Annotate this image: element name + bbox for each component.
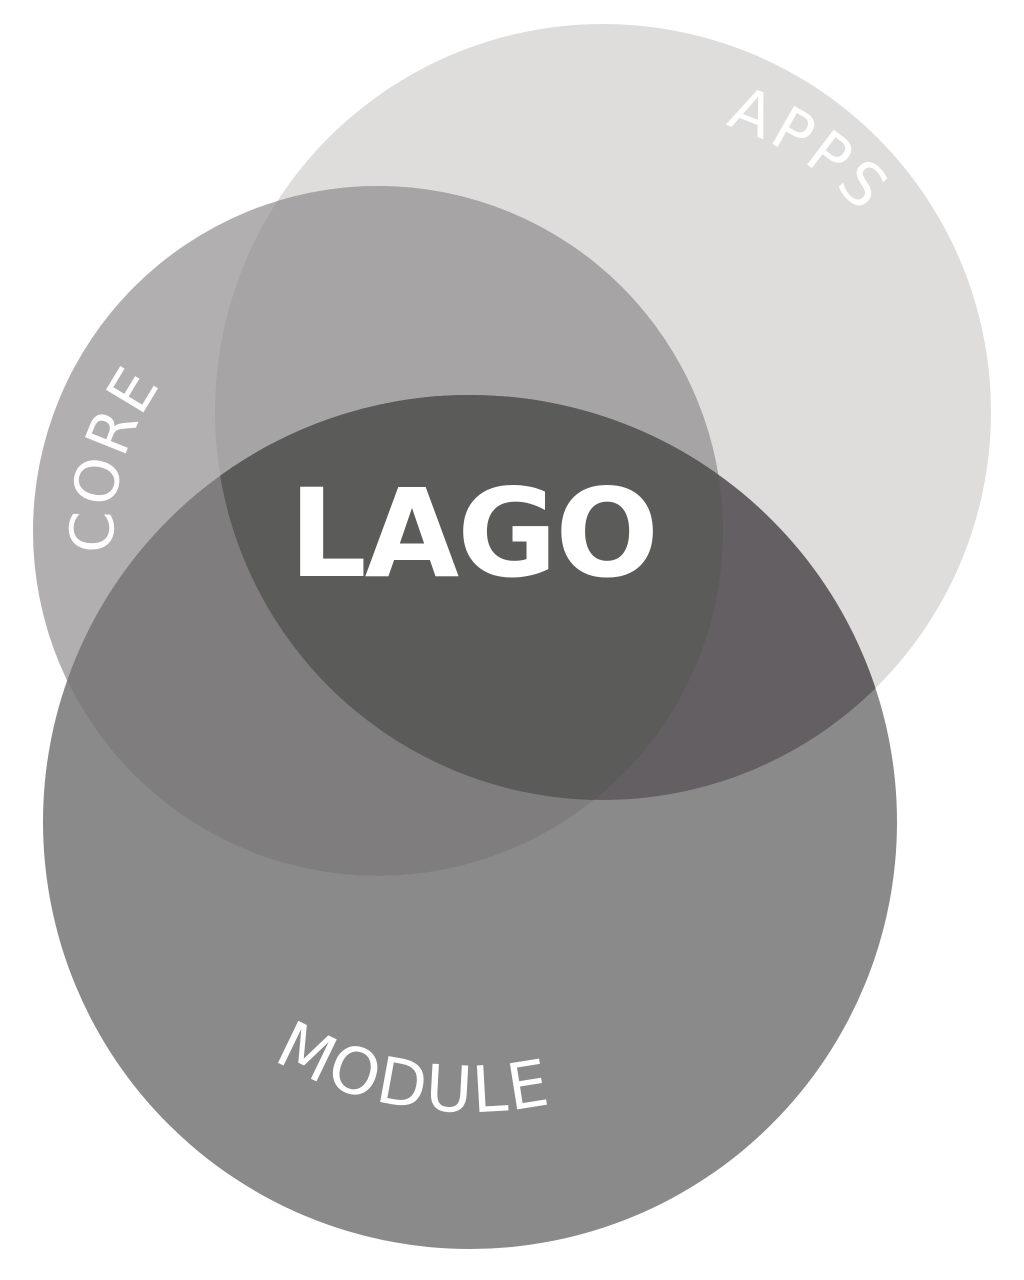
center-label: LAGO <box>289 463 657 605</box>
